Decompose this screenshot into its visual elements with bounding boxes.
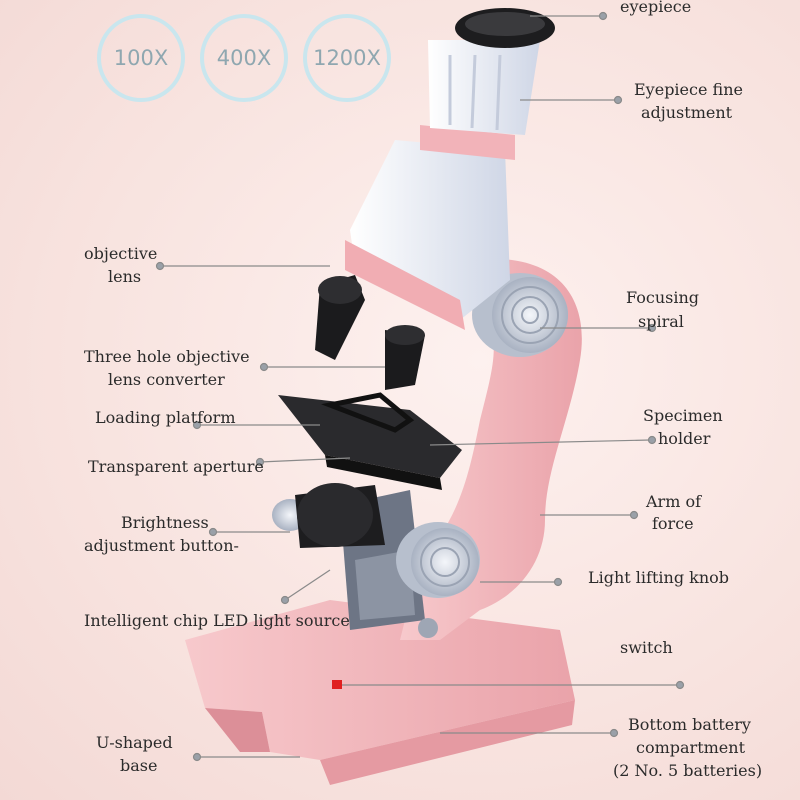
microscope-tube: [345, 40, 540, 330]
label-brightness-line1: Brightness: [121, 513, 209, 532]
label-arm-line1: Arm of: [646, 492, 702, 511]
label-u-base-line1: U-shaped: [96, 733, 173, 752]
brightness-knob: [272, 483, 385, 548]
label-led-source: Intelligent chip LED light source: [84, 611, 350, 630]
label-objective-line1: objective: [84, 244, 158, 263]
focusing-spiral-knob: [472, 273, 568, 357]
objective-lenses: [315, 275, 425, 390]
label-loading-platform: Loading platform: [95, 408, 236, 427]
label-specimen-line1: Specimen: [643, 406, 723, 425]
loading-platform: [278, 392, 462, 490]
magnification-badge-400x: 400X: [200, 14, 288, 102]
label-eyepiece-fine-line2: adjustment: [641, 103, 733, 122]
label-battery-line2: compartment: [636, 738, 745, 757]
leader-lines: [155, 11, 685, 762]
label-light-lifting: Light lifting knob: [588, 568, 730, 587]
label-brightness-line2: adjustment button-: [84, 536, 239, 555]
label-focusing-line1: Focusing: [626, 288, 699, 307]
label-arm-line2: force: [652, 514, 694, 533]
magnification-badge-100x: 100X: [97, 14, 185, 102]
label-u-base-line2: base: [120, 756, 158, 775]
label-transparent-aperture: Transparent aperture: [88, 457, 264, 476]
label-battery-line1: Bottom battery: [628, 715, 751, 734]
label-three-hole-line1: Three hole objective: [84, 347, 250, 366]
label-eyepiece: eyepiece: [620, 0, 692, 16]
eyepiece-cap: [455, 8, 555, 48]
label-eyepiece-fine-line1: Eyepiece fine: [634, 80, 743, 99]
switch-button: [332, 680, 342, 689]
label-objective-line2: lens: [108, 267, 142, 286]
u-shaped-base: [185, 600, 575, 785]
label-battery-line3: (2 No. 5 batteries): [613, 761, 763, 780]
label-specimen-line2: holder: [658, 429, 711, 448]
pivot-bolt: [418, 618, 438, 638]
label-focusing-line2: spiral: [638, 312, 684, 331]
light-lifting-knob: [396, 522, 480, 598]
label-switch: switch: [620, 638, 673, 657]
label-three-hole-line2: lens converter: [108, 370, 225, 389]
magnification-badge-1200x: 1200X: [303, 14, 391, 102]
